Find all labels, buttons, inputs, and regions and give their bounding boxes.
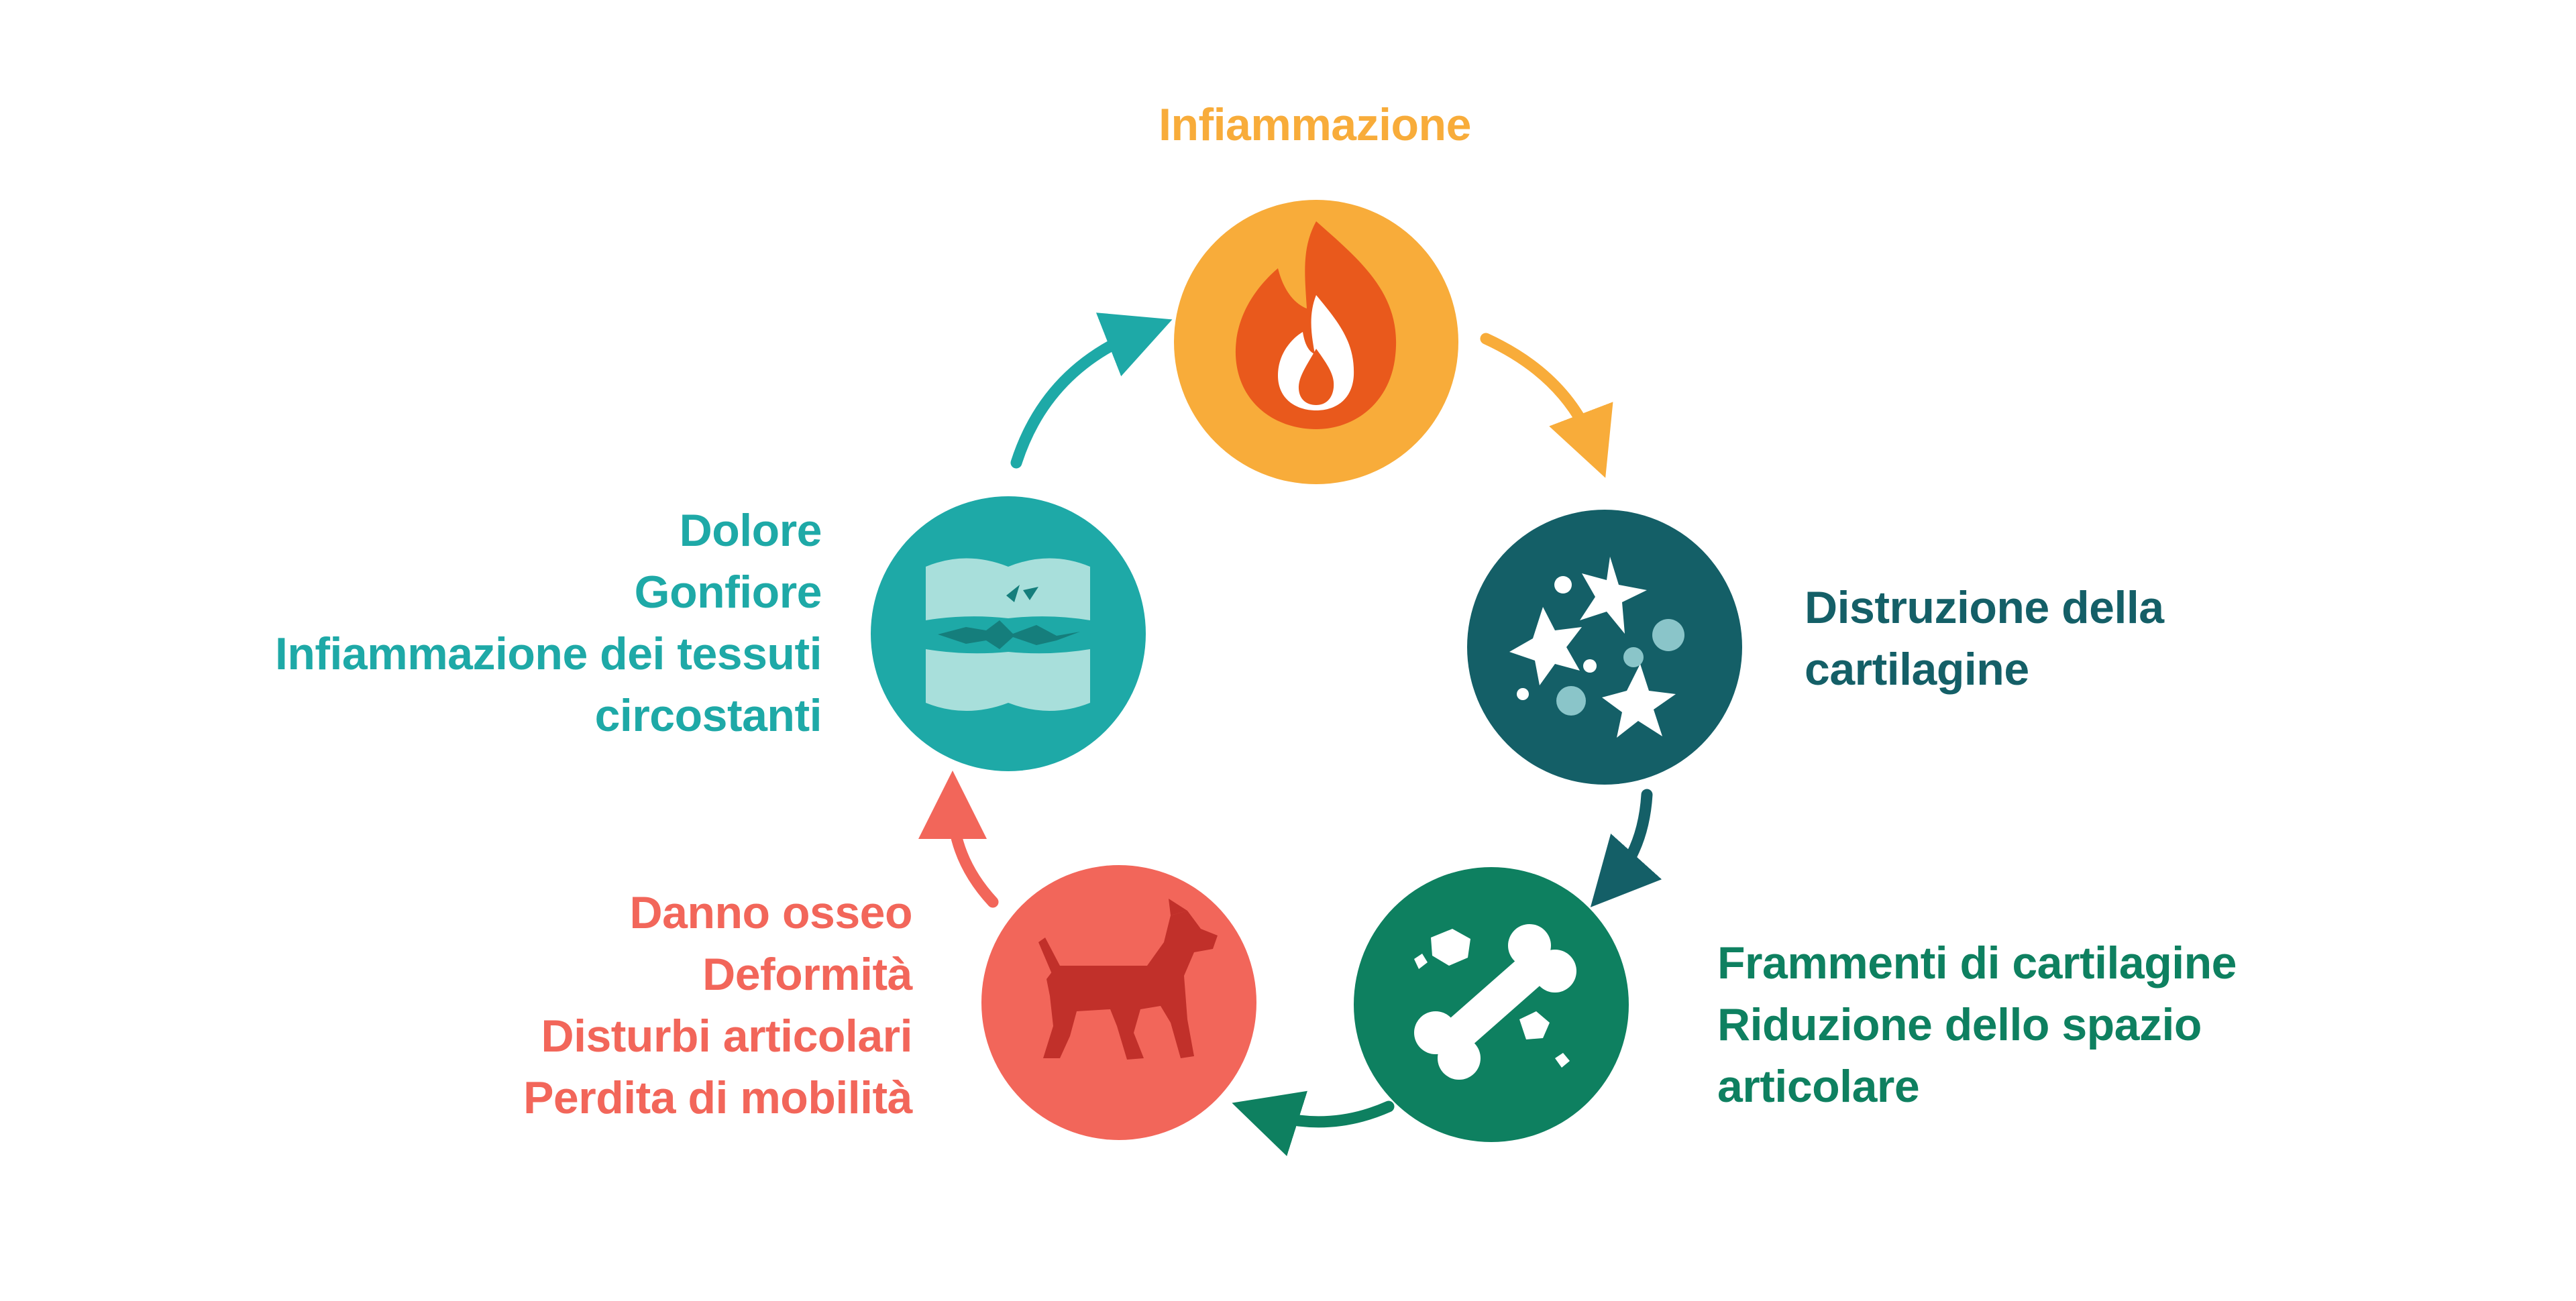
arrow-pain-to-inflammation (1010, 313, 1173, 469)
stage-cartilage (1467, 510, 1742, 785)
cartilage-circle (1467, 510, 1742, 785)
flame-icon (1235, 221, 1397, 429)
label-line: Deformità (702, 949, 912, 1000)
arrow-inflammation-to-cartilage (1480, 333, 1613, 478)
stage-damage (981, 865, 1256, 1140)
label-line: Riduzione dello spazio (1717, 999, 2202, 1050)
label-inflammation: Infiammazione (1046, 94, 1583, 156)
cell-dots (1556, 619, 1684, 716)
label-line: cartilagine (1805, 644, 2029, 695)
stage-pain (871, 496, 1146, 771)
label-cartilage: Distruzione della cartilagine (1805, 577, 2164, 700)
cells-icon (1509, 557, 1676, 738)
label-line: Distruzione della (1805, 582, 2164, 633)
label-line: articolare (1717, 1061, 1920, 1112)
label-line: Infiammazione dei tessuti (274, 628, 822, 679)
label-line: Gonfiore (634, 567, 822, 618)
label-line: Danno osseo (629, 887, 913, 938)
joint-icon (926, 558, 1090, 711)
label-fragments: Frammenti di cartilagine Riduzione dello… (1717, 932, 2237, 1117)
bone-icon (1414, 924, 1576, 1080)
label-line: Disturbi articolari (541, 1011, 912, 1062)
label-line: Frammenti di cartilagine (1717, 938, 2237, 988)
dog-icon (1038, 899, 1218, 1060)
fragment-pieces (1414, 929, 1570, 1068)
arrow-fragments-to-damage (1232, 1090, 1395, 1156)
label-line: circostanti (594, 690, 822, 741)
label-pain: Dolore Gonfiore Infiammazione dei tessut… (134, 500, 822, 746)
label-damage: Danno osseo Deformità Disturbi articolar… (402, 882, 912, 1129)
label-line: Dolore (679, 505, 822, 556)
label-line: Infiammazione (1159, 99, 1471, 150)
stage-inflammation (1174, 200, 1458, 484)
stage-fragments (1354, 867, 1629, 1142)
label-line: Perdita di mobilità (523, 1072, 912, 1123)
arrow-cartilage-to-fragments (1590, 789, 1662, 907)
arrow-damage-to-pain (918, 771, 999, 908)
